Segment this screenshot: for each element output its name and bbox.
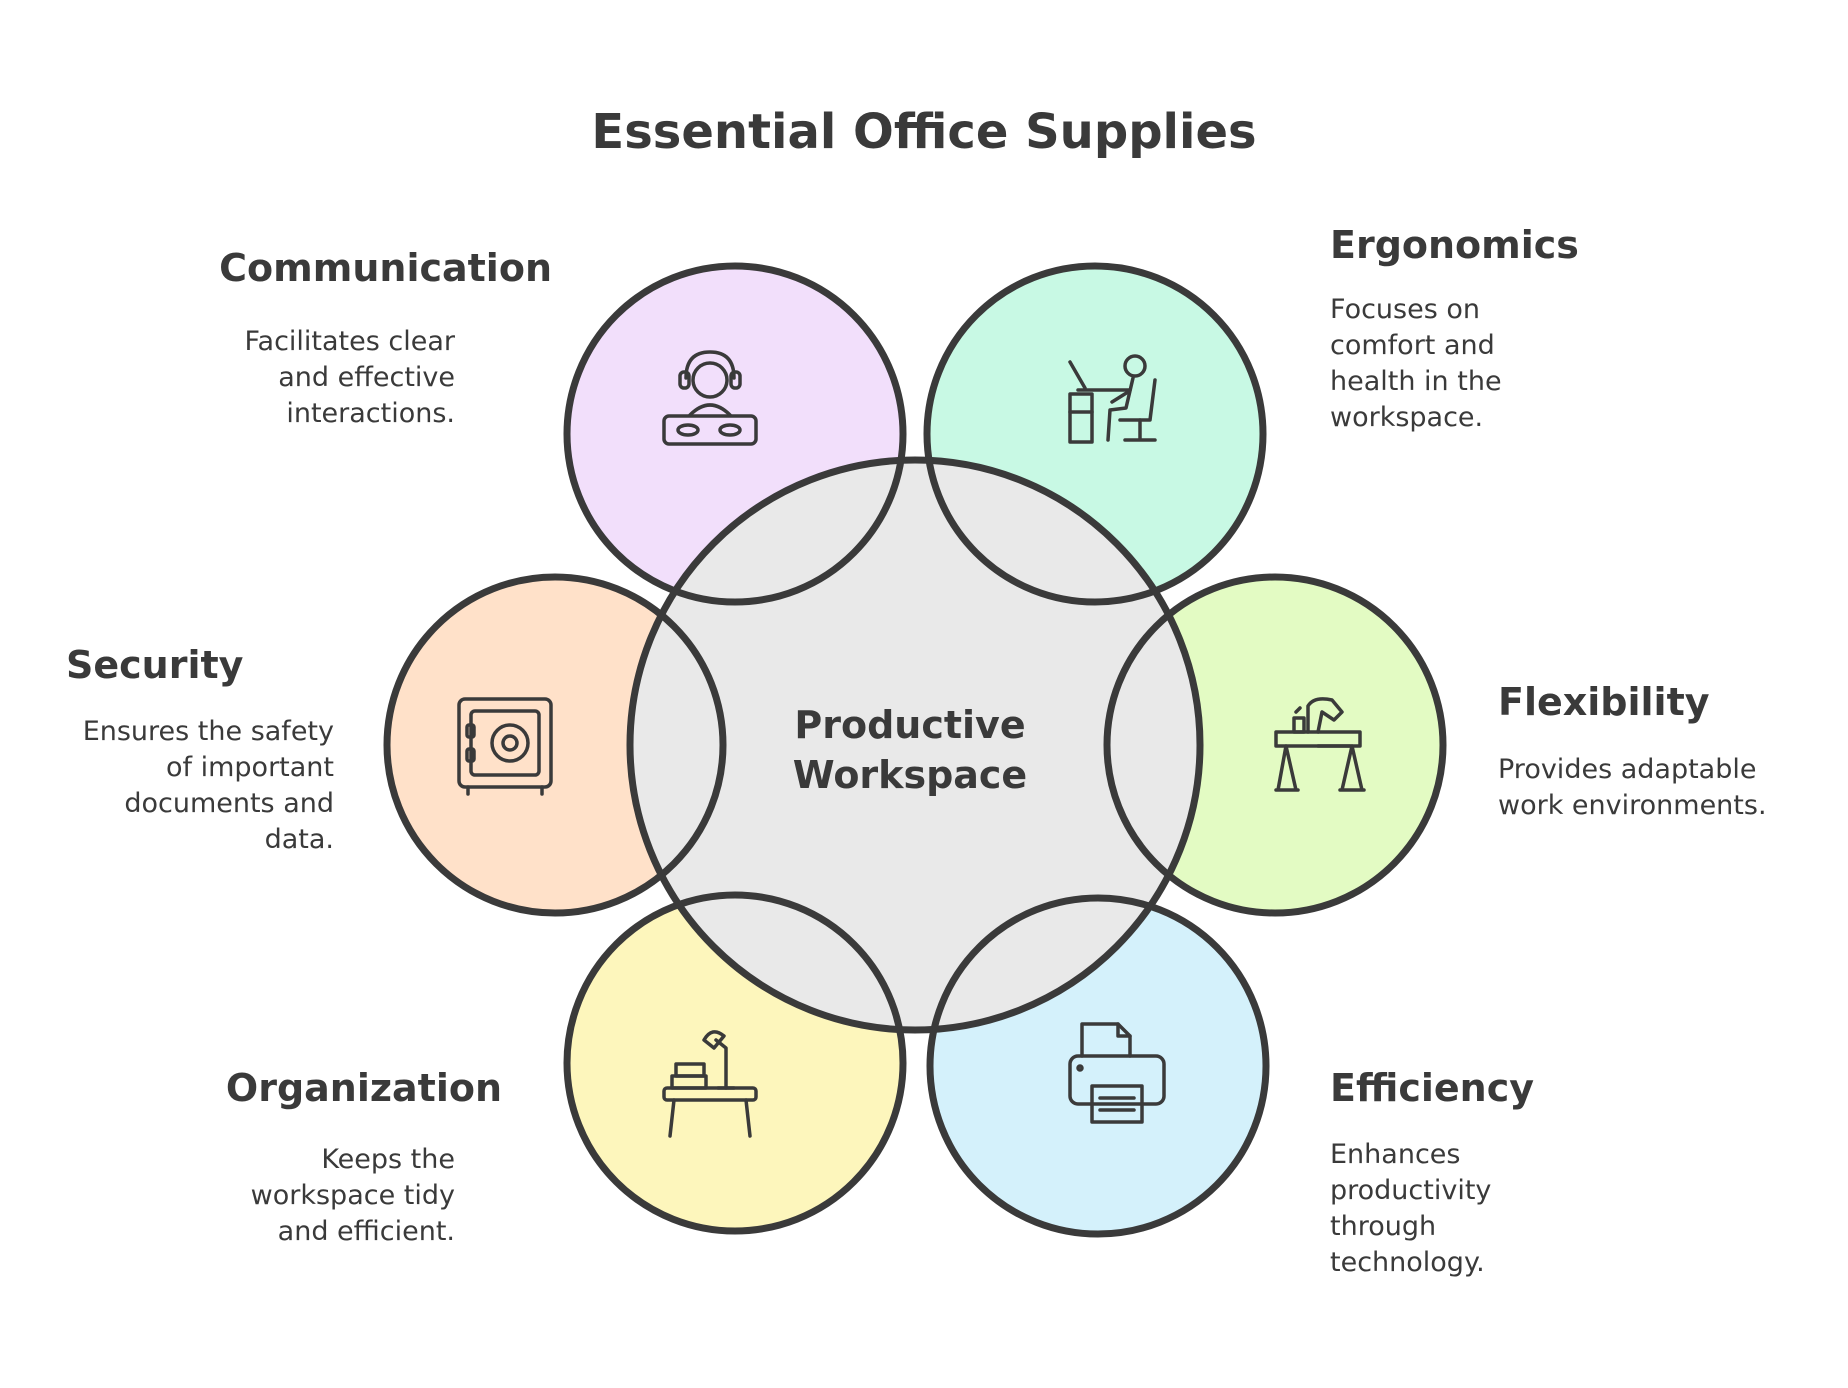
flexibility-label: Flexibility <box>1498 680 1710 724</box>
center-circle-outline <box>626 456 1204 1034</box>
printer-icon <box>1068 1022 1166 1124</box>
ergonomic-desk-chair-icon <box>1068 354 1157 444</box>
center-label-line2: Workspace <box>792 753 1028 797</box>
flexibility-desc: Provides adaptable work environments. <box>1498 754 1767 821</box>
security-circle-outline <box>383 573 727 917</box>
safe-icon <box>457 697 553 796</box>
efficiency-desc: Enhances productivity through technology… <box>1330 1139 1492 1278</box>
security-desc: Ensures the safety of important document… <box>82 716 334 855</box>
security-label: Security <box>66 643 244 687</box>
ergonomics-label: Ergonomics <box>1330 223 1579 267</box>
center-circle-fill <box>630 460 1200 1030</box>
communication-circle-outline <box>563 262 907 606</box>
desk-lamp-books-icon <box>662 1030 758 1138</box>
organization-circle-outline <box>563 891 907 1235</box>
flexibility-circle-outline <box>1103 573 1447 917</box>
organization-desc: Keeps the workspace tidy and efficient. <box>250 1144 455 1247</box>
diagram-title: Essential Office Supplies <box>591 104 1257 160</box>
headset-operator-icon <box>662 350 758 446</box>
efficiency-circle-outline <box>926 894 1270 1238</box>
organization-label: Organization <box>225 1066 502 1110</box>
ergonomics-desc: Focuses on comfort and health in the wor… <box>1330 294 1502 433</box>
center-label: Productive Workspace <box>760 700 1060 800</box>
efficiency-label: Efficiency <box>1330 1066 1535 1110</box>
center-label-line1: Productive <box>794 703 1026 747</box>
adjustable-desk-icon <box>1274 697 1366 792</box>
ergonomics-circle-outline <box>923 262 1267 606</box>
communication-desc: Facilitates clear and effective interact… <box>244 326 455 429</box>
communication-label: Communication <box>219 246 552 290</box>
